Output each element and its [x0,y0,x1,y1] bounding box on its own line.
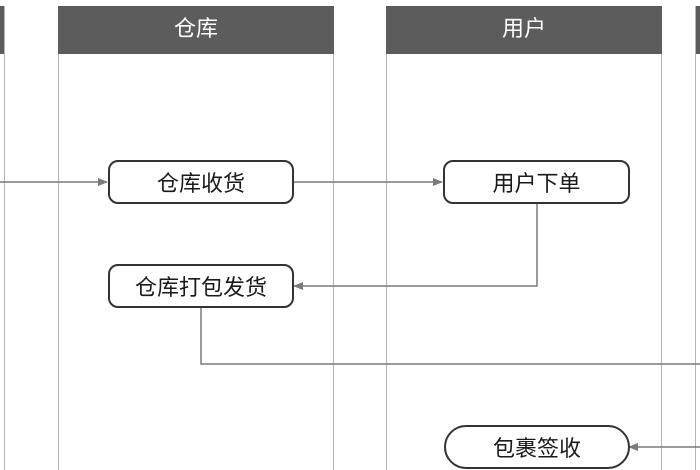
node-package-signed: 包裹签收 [444,425,630,469]
lane-header-warehouse: 仓库 [58,6,334,54]
lane-border-right-partial [695,6,696,470]
lane-header-user: 用户 [386,6,662,54]
node-warehouse-pack-ship: 仓库打包发货 [108,264,294,308]
lane-border-user-right [661,6,662,470]
lane-border-warehouse-right [333,6,334,470]
node-user-order: 用户下单 [443,160,630,204]
lane-header-right-partial [695,6,700,54]
edge-warehouse-pack-ship-outgoing [200,308,700,365]
lane-border-left-partial [4,6,5,470]
node-warehouse-receive: 仓库收货 [108,160,294,204]
lane-border-warehouse-left [58,6,59,470]
lane-border-user-left [386,6,387,470]
edge-user-order-to-warehouse-pack-ship [293,203,538,290]
lane-header-left-partial [0,6,4,54]
